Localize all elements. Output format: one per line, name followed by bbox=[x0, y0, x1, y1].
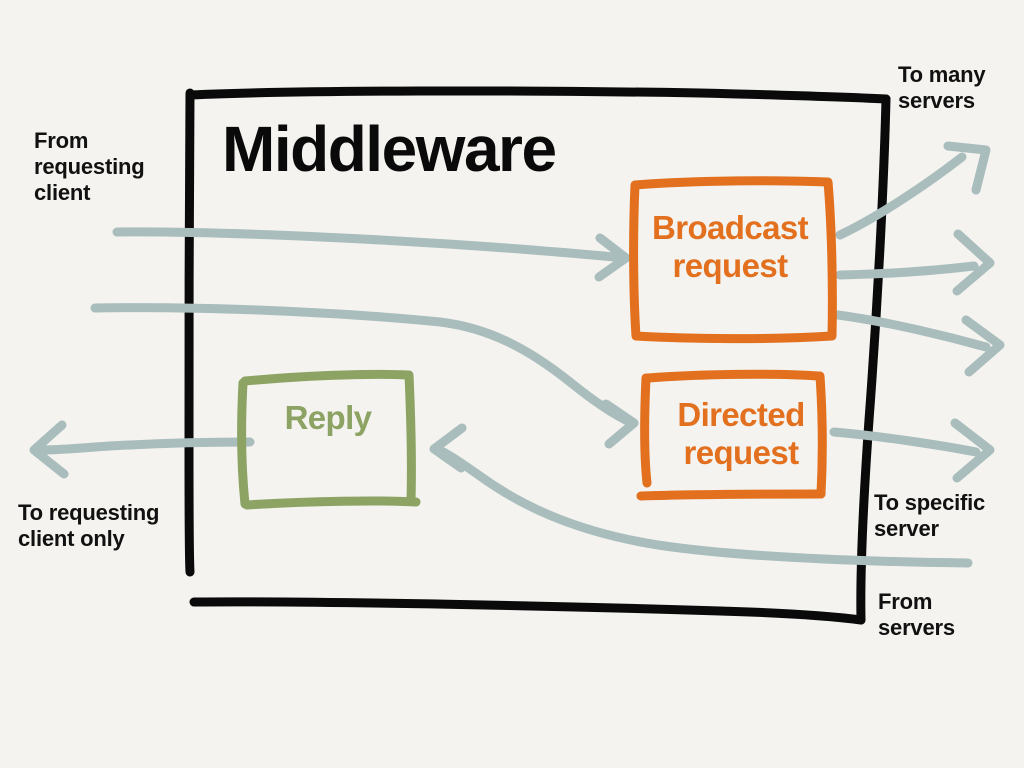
container-bottom-edge bbox=[189, 597, 866, 625]
reply-box-bottom-edge bbox=[242, 496, 421, 510]
directed-box-right-edge bbox=[815, 371, 827, 499]
arrow-client-to-directed bbox=[90, 303, 639, 449]
page-title: Middleware bbox=[222, 113, 557, 185]
directed-box-left-edge bbox=[640, 373, 652, 488]
reply-box-left-edge bbox=[237, 378, 250, 509]
broadcast-box-outline bbox=[629, 176, 837, 344]
arrow-broadcast-to-servers-3 bbox=[833, 310, 1005, 377]
arrow-directed-to-specific-server bbox=[829, 418, 995, 483]
annotation-from-servers: From servers bbox=[878, 589, 955, 640]
annotation-to-many-servers: To many servers bbox=[898, 62, 986, 113]
directed-request-box[interactable] bbox=[636, 369, 827, 501]
arrow-broadcast-to-servers-2 bbox=[835, 229, 995, 296]
annotation-from-requesting-client: From requesting client bbox=[34, 128, 145, 205]
container-left-edge bbox=[184, 88, 195, 577]
directed-label-line2: request bbox=[683, 433, 799, 471]
arrow-broadcast-to-servers-1 bbox=[835, 141, 991, 240]
arrow-from-servers bbox=[429, 423, 973, 568]
reply-box-label: Reply bbox=[284, 399, 372, 436]
container-top-edge bbox=[185, 86, 891, 104]
directed-box-top-edge bbox=[643, 369, 823, 383]
arrow-reply-to-client bbox=[29, 420, 255, 479]
annotation-to-specific-server: To specific server bbox=[874, 490, 986, 541]
flow-arrows bbox=[29, 141, 1005, 568]
directed-label-line1: Directed bbox=[677, 396, 805, 433]
arrow-client-to-broadcast bbox=[112, 227, 631, 282]
annotation-to-requesting-client-only: To requesting client only bbox=[18, 500, 160, 551]
reply-box[interactable] bbox=[237, 369, 421, 510]
broadcast-label-line2: request bbox=[672, 246, 788, 284]
broadcast-label-line1: Broadcast bbox=[652, 209, 809, 246]
directed-box-bottom-edge bbox=[636, 489, 826, 501]
reply-box-top-edge bbox=[240, 369, 413, 386]
broadcast-request-box[interactable] bbox=[629, 176, 837, 344]
reply-box-right-edge bbox=[404, 370, 416, 505]
